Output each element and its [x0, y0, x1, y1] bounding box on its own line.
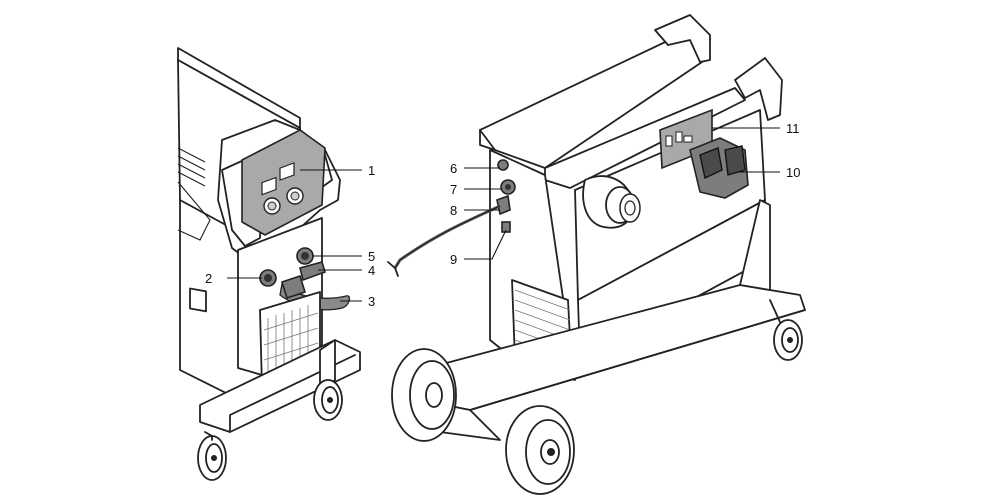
- control-panel: [241, 129, 326, 236]
- callout-7: 7: [450, 182, 457, 197]
- callouts: 1 2 3 4 5 6 7 8 9 10 11: [205, 121, 800, 309]
- leader-lines: [227, 127, 780, 302]
- callout-2: 2: [205, 271, 212, 286]
- callout-4: 4: [368, 263, 375, 278]
- callout-10: 10: [786, 165, 800, 180]
- callout-8: 8: [450, 203, 457, 218]
- callout-6: 6: [450, 161, 457, 176]
- callout-5: 5: [368, 249, 375, 264]
- front-machine: [177, 47, 361, 481]
- callout-3: 3: [368, 294, 375, 309]
- rear-machine: [387, 14, 806, 495]
- callout-1: 1: [368, 163, 375, 178]
- callout-11: 11: [786, 121, 800, 136]
- callout-9: 9: [450, 252, 457, 267]
